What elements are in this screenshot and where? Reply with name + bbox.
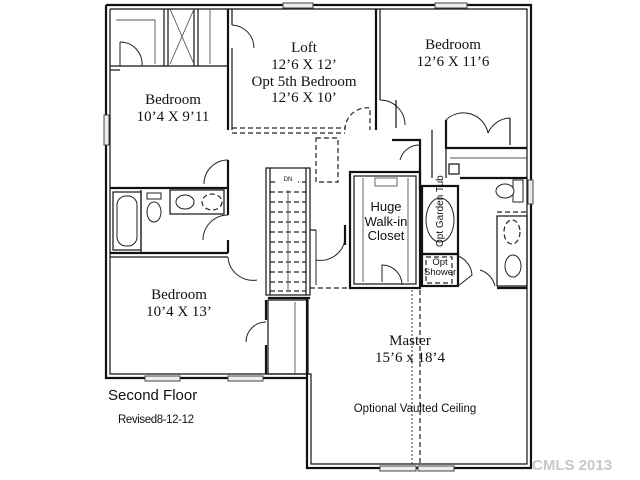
staircase [265,137,347,296]
room-name: Loft [291,40,317,56]
closet-label: Huge Walk-in Closet [358,199,414,244]
garden-tub-label: Opt Garden Tub [435,175,446,247]
stairs-down-label: DN [283,177,293,183]
tub-line-2: Garden [435,194,446,229]
plan-title: Second Floor [108,387,198,405]
floor-title: Second Floor [108,387,198,404]
room-alt-name: Opt 5th Bedroom [251,73,357,90]
room-label-bedroom-4: Bedroom 10’4 X 13’ [124,287,234,321]
room-size: 10’4 X 13’ [146,303,212,320]
revision-label: Revised8-12-12 [118,414,194,427]
room-size: 12’6 X 11’6 [416,53,490,70]
room-label-bedroom-2: Bedroom 10’4 X 9’11 [118,92,228,126]
windows [103,2,534,472]
closet-line-3: Closet [367,228,405,244]
room-name: Bedroom [151,287,207,303]
room-label-master: Master 15’6 x 18’4 [350,333,470,367]
closet-line-2: Walk-in [364,213,408,229]
shower-label: Opt Shower [424,258,456,278]
master-bathroom [420,176,528,290]
room-name: Bedroom [145,92,201,108]
closet-line-1: Huge [370,199,402,214]
revision-date: Revised8-12-12 [118,414,194,426]
shower-line-2: Shower [424,266,457,278]
master-note: Optional Vaulted Ceiling [350,403,480,416]
closets-top-left [110,8,228,71]
copyright-watermark: CMLS 2013 [532,457,613,474]
exterior-walls [104,3,533,470]
room-size: 12’6 X 12’ [271,56,337,73]
master-walls [305,287,421,466]
stairs-label: DN [278,177,298,184]
room-name: Master [389,333,431,349]
interior-walls [203,9,527,190]
hall-bathroom [110,186,258,281]
tub-line-3: Tub [435,175,446,193]
room-label-loft: Loft 12’6 X 12’ Opt 5th Bedroom 12’6 X 1… [236,40,372,107]
linen-closet [245,296,310,375]
shower-line-1: Opt [432,257,448,268]
room-size: 10’4 X 9’11 [136,108,210,125]
room-label-bedroom-3: Bedroom 12’6 X 11’6 [390,37,516,71]
walk-in-closet [348,170,422,290]
vaulted-ceiling-note: Optional Vaulted Ceiling [353,403,477,415]
room-alt-size: 12’6 X 10’ [271,90,337,107]
tub-line-1: Opt [435,230,446,247]
watermark: CMLS 2013 [532,457,613,475]
room-size: 15’6 x 18’4 [375,349,445,366]
room-name: Bedroom [425,37,481,53]
